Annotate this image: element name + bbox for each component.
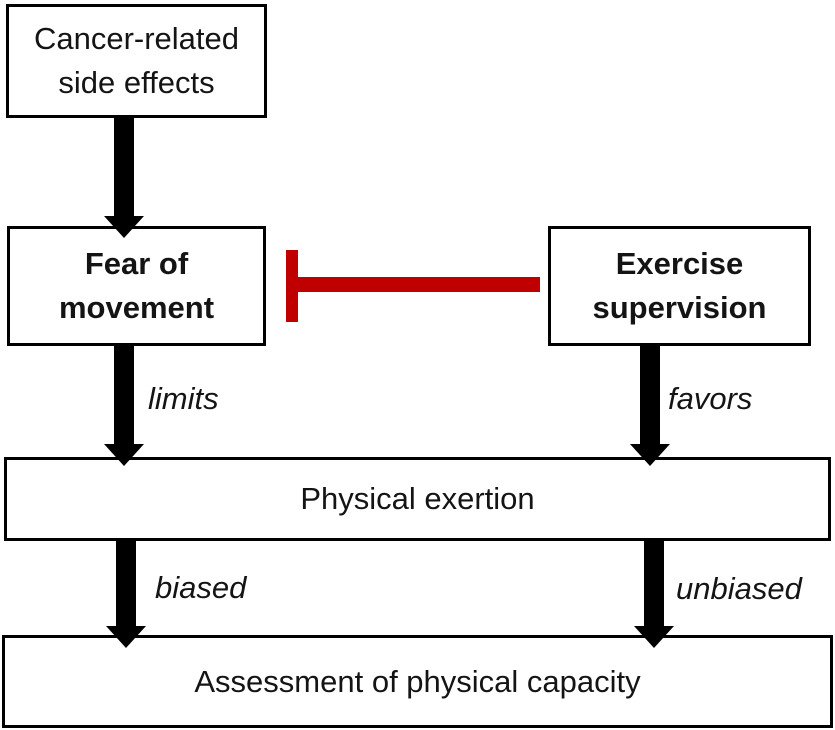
inhibition-line (286, 277, 540, 292)
box-label-fear-of-movement: Fear of movement (58, 246, 215, 325)
arrow-down-icon (106, 538, 146, 648)
box-label-cancer-related-side-effects: Cancer-related side effects (33, 21, 240, 100)
box-label-physical-exertion: Physical exertion (300, 481, 535, 516)
box-exercise-supervision: Exercise supervision (548, 226, 811, 346)
box-label-exercise-supervision: Exercise supervision (592, 246, 767, 325)
box-cancer-related-side-effects: Cancer-related side effects (6, 4, 267, 118)
box-physical-exertion: Physical exertion (4, 457, 831, 541)
edge-label-favors: favors (668, 381, 753, 416)
edge-label-limits: limits (148, 381, 219, 416)
edge-label-biased: biased (155, 570, 247, 605)
edge-label-unbiased: unbiased (676, 571, 802, 606)
box-assessment-of-physical-capacity: Assessment of physical capacity (2, 635, 833, 728)
inhibition-tbar-icon (286, 250, 298, 322)
arrow-down-icon (630, 343, 670, 466)
box-label-assessment-of-physical-capacity: Assessment of physical capacity (194, 663, 641, 699)
arrow-down-icon (104, 115, 144, 238)
box-fear-of-movement: Fear of movement (7, 226, 266, 346)
arrow-down-icon (104, 343, 144, 466)
arrow-down-icon (634, 538, 674, 648)
